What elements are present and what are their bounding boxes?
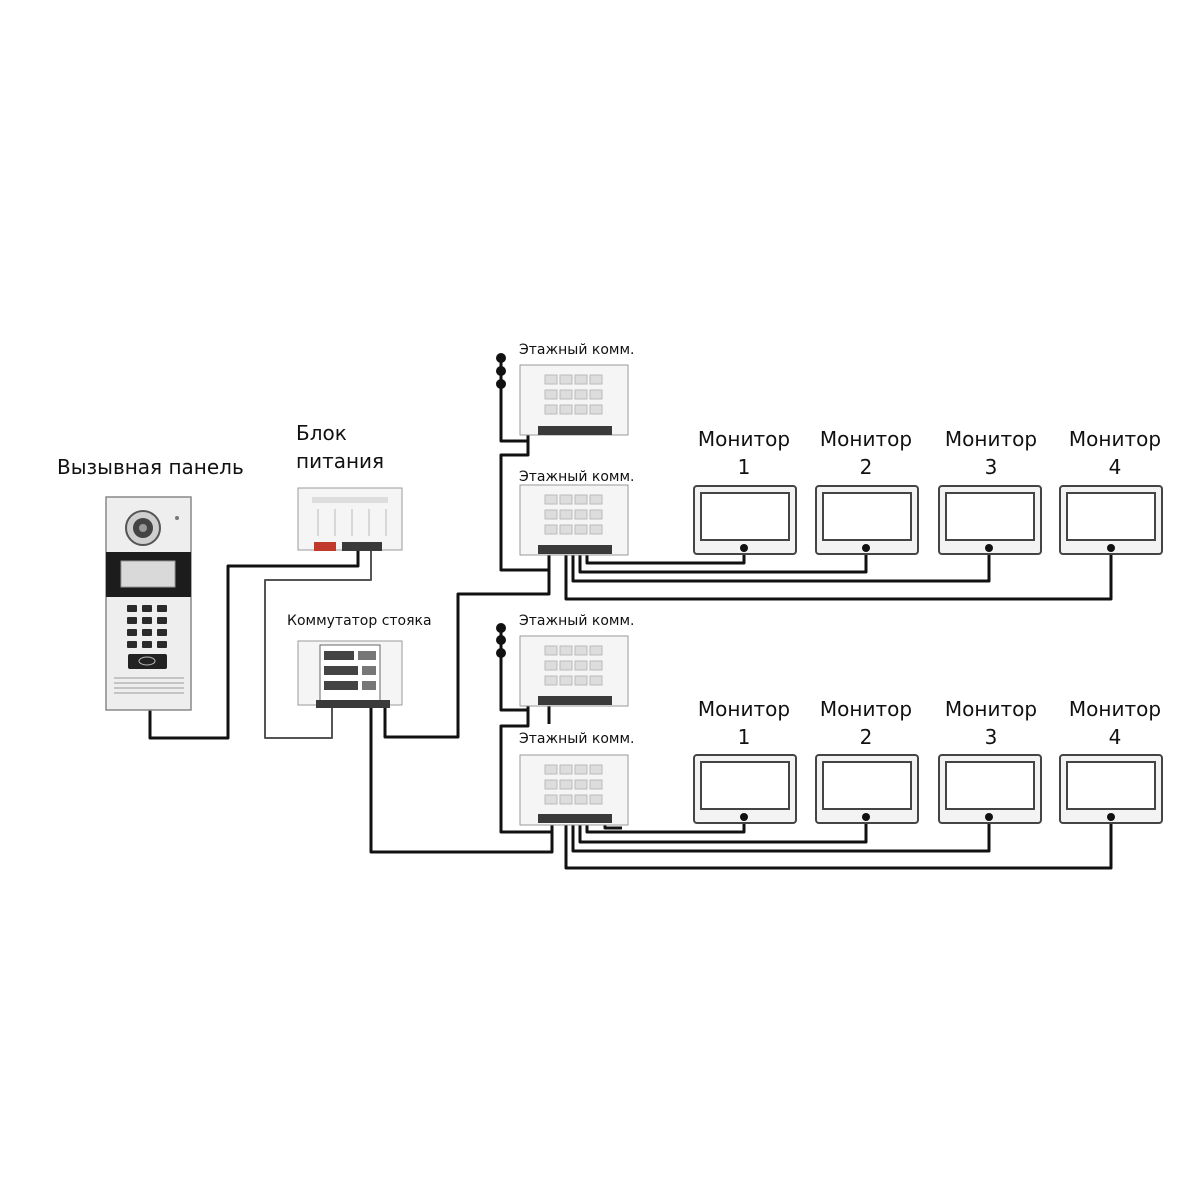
wire-lower-mon3 [571, 818, 991, 853]
wire-upper-mon1 [585, 549, 746, 565]
label-power-supply-line1: Блок [296, 421, 347, 445]
speaker-grille-icon [114, 677, 184, 694]
card-reader-icon [128, 654, 167, 669]
label-call-panel: Вызывная панель [57, 455, 244, 479]
label-monitor-upper-3: Монитор 3 [941, 425, 1041, 481]
monitor-upper-1 [693, 485, 797, 555]
wire-lower-mon1 [585, 818, 746, 834]
monitor-number: 1 [737, 725, 751, 749]
label-monitor-lower-3: Монитор 3 [941, 695, 1041, 751]
terminal-dots [496, 353, 506, 658]
monitor-title: Монитор [944, 427, 1038, 451]
monitor-title: Монитор [819, 697, 913, 721]
monitor-upper-4 [1059, 485, 1163, 555]
label-floor-switch-3: Этажный комм. [519, 613, 635, 629]
label-floor-switch-4: Этажный комм. [519, 731, 635, 747]
label-monitor-upper-2: Монитор 2 [816, 425, 916, 481]
monitor-lower-4 [1059, 754, 1163, 824]
monitor-lower-2 [815, 754, 919, 824]
call-panel [105, 496, 192, 711]
monitor-lower-3 [938, 754, 1042, 824]
monitor-number: 3 [984, 725, 998, 749]
keypad-icon [127, 605, 167, 648]
label-monitor-lower-1: Монитор 1 [694, 695, 794, 751]
label-monitor-upper-1: Монитор 1 [694, 425, 794, 481]
floor-switch-upper-2 [519, 484, 629, 556]
label-monitor-upper-4: Монитор 4 [1065, 425, 1165, 481]
floor-switch-lower-2 [519, 754, 629, 826]
wire-upper-mon2 [578, 549, 868, 574]
monitor-number: 2 [859, 725, 873, 749]
monitor-upper-3 [938, 485, 1042, 555]
monitor-title: Монитор [697, 697, 791, 721]
monitor-title: Монитор [944, 697, 1038, 721]
monitor-lower-1 [693, 754, 797, 824]
label-riser-switch: Коммутатор стояка [287, 613, 432, 629]
wire-upper-mon3 [571, 549, 991, 583]
wire-lower-mon4 [564, 818, 1113, 870]
wire-power-to-riser [264, 551, 372, 739]
monitor-number: 3 [984, 455, 998, 479]
floor-switch-upper-1 [519, 364, 629, 436]
monitor-title: Монитор [1068, 697, 1162, 721]
monitor-title: Монитор [1068, 427, 1162, 451]
panel-display [120, 560, 176, 588]
monitor-title: Монитор [697, 427, 791, 451]
monitor-title: Монитор [819, 427, 913, 451]
monitors-lower [693, 754, 1163, 824]
monitor-number: 2 [859, 455, 873, 479]
label-monitor-lower-4: Монитор 4 [1065, 695, 1165, 751]
monitor-number: 1 [737, 455, 751, 479]
monitor-number: 4 [1108, 725, 1122, 749]
wire-riser-to-lower [369, 703, 554, 854]
label-power-supply-line2: питания [296, 449, 385, 473]
label-floor-switch-1: Этажный комм. [519, 342, 635, 358]
riser-switch [297, 640, 403, 708]
label-monitor-lower-2: Монитор 2 [816, 695, 916, 751]
wire-upper-mon4 [564, 549, 1113, 601]
monitors-upper [693, 485, 1163, 555]
label-floor-switch-2: Этажный комм. [519, 469, 635, 485]
monitor-upper-2 [815, 485, 919, 555]
monitor-number: 4 [1108, 455, 1122, 479]
floor-switch-lower-1 [519, 635, 629, 707]
power-supply [297, 487, 403, 551]
wire-riser-to-upper [383, 550, 551, 739]
wire-lower-mon2 [578, 818, 868, 844]
wire-upper-link [499, 431, 549, 572]
wire-panel-to-power [148, 551, 360, 740]
